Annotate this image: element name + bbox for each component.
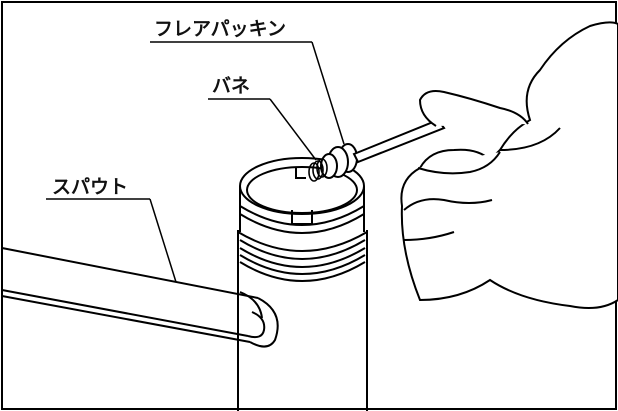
hand: [400, 21, 618, 309]
faucet-body: [237, 157, 368, 411]
spring-label: バネ: [212, 75, 251, 97]
flare-packing-label: フレアパッキン: [154, 18, 287, 40]
tool-rod: [352, 118, 446, 164]
spout: [1, 247, 279, 348]
spring-part: [308, 158, 328, 182]
leader-lines: [46, 41, 345, 283]
spout-label: スパウト: [52, 176, 129, 198]
